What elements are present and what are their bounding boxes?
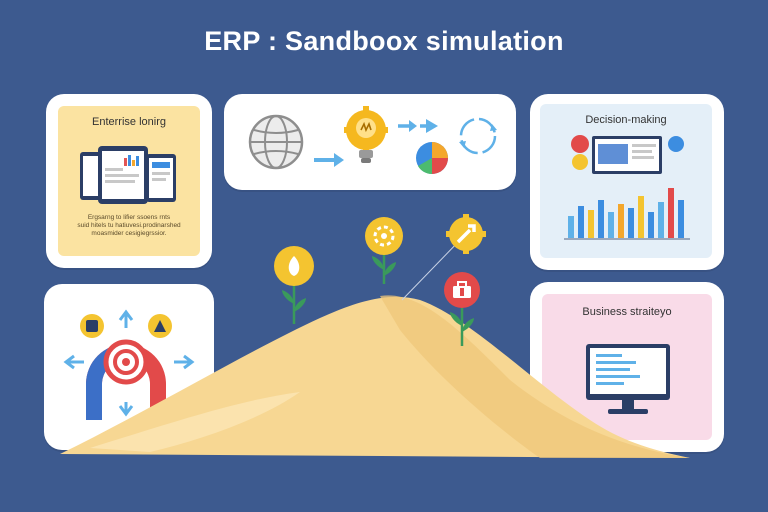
process-flow-card	[224, 94, 516, 190]
monitor-icon	[586, 344, 670, 414]
decision-card-panel: Decision-making	[540, 104, 712, 258]
enterprise-learning-card: Enterrise lonirg Ergsarng to lifier ssoe…	[46, 94, 212, 268]
strategy-card-label: Business straiteyo	[582, 306, 672, 318]
arrow-right-icon	[314, 153, 344, 167]
wrench-icon	[446, 214, 486, 254]
tablet-devices-icon	[80, 146, 176, 204]
enterprise-card-label: Enterrise lonirg	[92, 116, 166, 128]
decision-making-card: Decision-making	[530, 94, 724, 270]
briefcase-icon	[444, 272, 480, 346]
bar-chart-icon	[564, 135, 690, 240]
enterprise-card-caption: Ergsarng to lifier ssoens rnts suid hite…	[77, 214, 181, 237]
magnet-icon	[63, 309, 195, 420]
globe-icon	[248, 114, 304, 170]
pie-chart-icon	[416, 142, 448, 175]
enterprise-card-panel: Enterrise lonirg Ergsarng to lifier ssoe…	[58, 106, 200, 256]
gear-icon	[365, 217, 403, 284]
leaf-icon	[274, 246, 314, 324]
decision-card-label: Decision-making	[585, 114, 667, 126]
page-title: ERP : Sandboox simulation	[204, 26, 564, 56]
cycle-icon	[459, 117, 497, 155]
lightbulb-gear-icon	[344, 106, 388, 163]
double-arrow-icon	[398, 119, 438, 133]
